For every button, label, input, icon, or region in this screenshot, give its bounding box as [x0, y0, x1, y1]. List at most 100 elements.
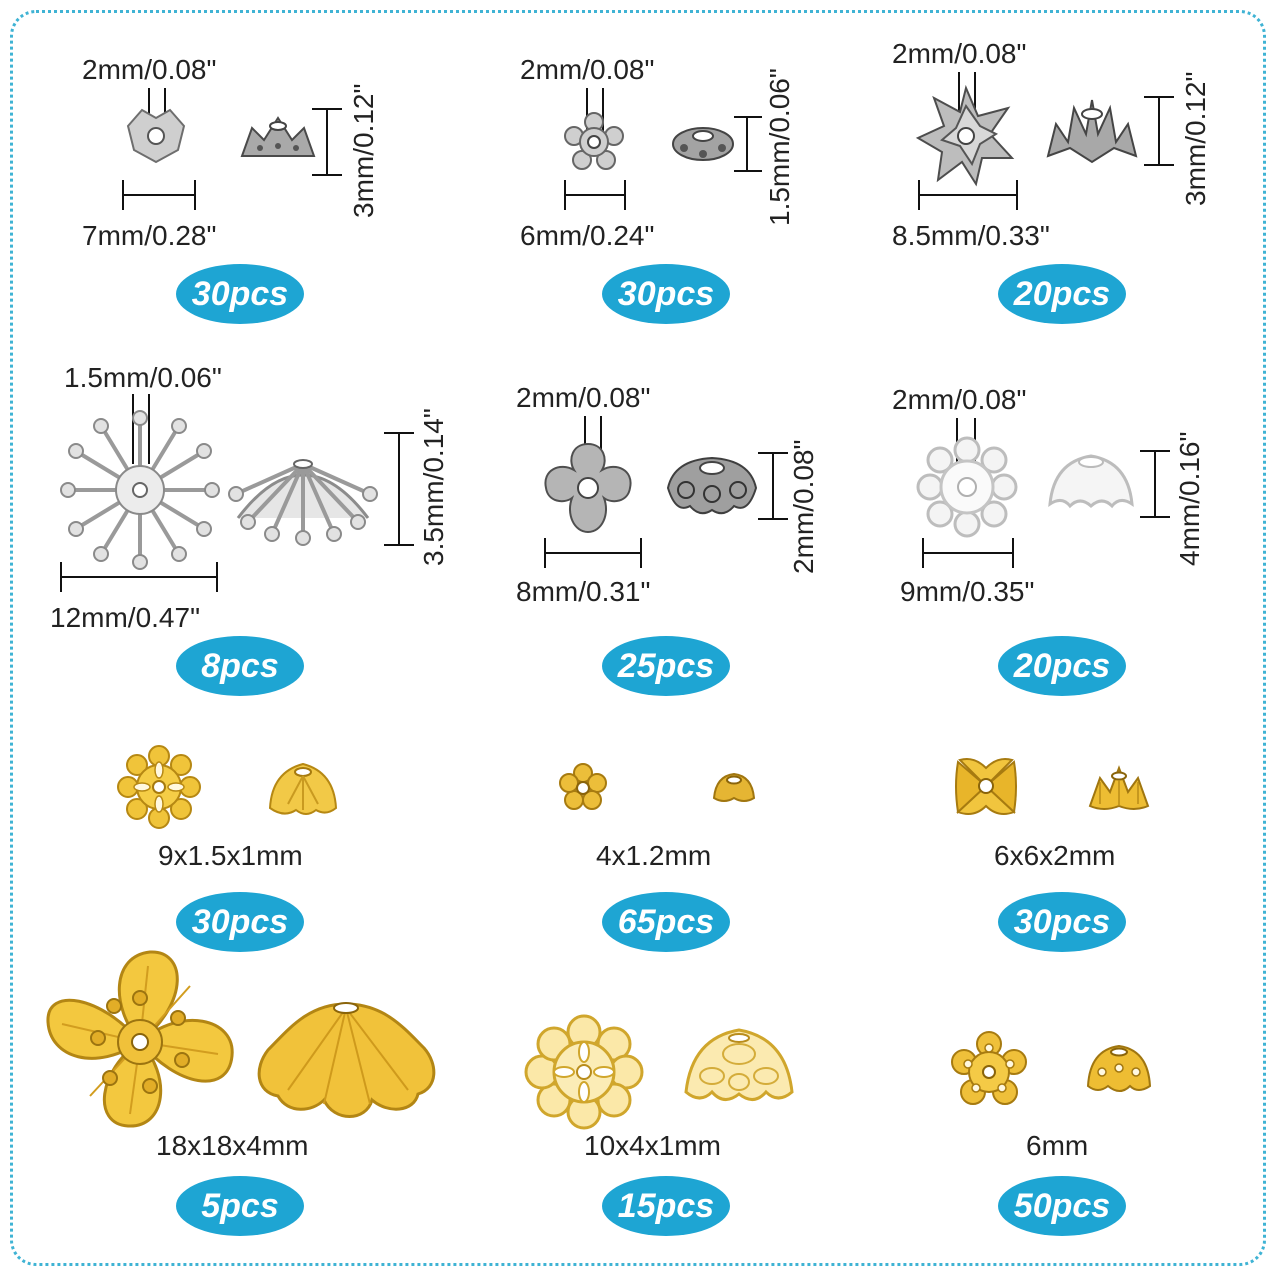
size-label: 6x6x2mm [994, 840, 1116, 871]
height-dimension-line [326, 108, 328, 176]
bead-cap-top-view-icon [951, 1031, 1027, 1105]
width-dimension-cap [1016, 180, 1018, 210]
bead-cap-side-view-icon [1088, 765, 1150, 810]
height-dimension-line [1158, 96, 1160, 166]
bead-cap-top-view-icon [126, 108, 186, 164]
quantity-badge: 30pcs [176, 264, 304, 324]
width-dimension-cap [922, 538, 924, 568]
hole-dimension-line [600, 416, 602, 472]
height-dimension-line [1154, 450, 1156, 518]
width-dimension-cap [640, 538, 642, 568]
bead-cap-side-view-icon [666, 456, 758, 515]
bead-cap-side-view-icon [257, 1002, 436, 1118]
width-dimension-cap [1012, 538, 1014, 568]
bead-cap-top-view-icon [46, 950, 234, 1128]
height-dimension-cap [1140, 450, 1170, 452]
size-label: 10x4x1mm [584, 1130, 721, 1161]
height-dimension-line [398, 432, 400, 546]
bead-cap-top-view-icon [117, 745, 201, 829]
bead-cap-top-view-icon [524, 1014, 644, 1130]
quantity-badge: 50pcs [998, 1176, 1126, 1236]
hole-dimension-label: 2mm/0.08" [516, 382, 651, 413]
hole-dimension-line [586, 88, 588, 136]
quantity-badge: 5pcs [176, 1176, 304, 1236]
width-dimension-label: 8mm/0.31" [516, 576, 651, 607]
hole-dimension-line [148, 394, 150, 464]
height-dimension-cap [758, 518, 788, 520]
quantity-badge: 20pcs [998, 636, 1126, 696]
bead-cap-side-view-icon [672, 127, 734, 161]
width-dimension-label: 7mm/0.28" [82, 220, 217, 251]
width-dimension-cap [918, 180, 920, 210]
height-dimension-label: 3.5mm/0.14" [418, 408, 449, 566]
width-dimension-cap [60, 562, 62, 592]
width-dimension-cap [544, 538, 546, 568]
width-dimension-cap [624, 180, 626, 210]
bead-cap-top-view-icon [60, 410, 220, 570]
bead-cap-side-view-icon [684, 1028, 794, 1101]
quantity-badge: 30pcs [998, 892, 1126, 952]
bead-cap-side-view-icon [1048, 454, 1134, 509]
quantity-badge: 25pcs [602, 636, 730, 696]
bead-cap-top-view-icon [564, 112, 624, 170]
height-dimension-label: 4mm/0.16" [1174, 431, 1205, 566]
bead-cap-top-view-icon [544, 442, 632, 534]
hole-dimension-line [132, 394, 134, 464]
quantity-badge: 30pcs [176, 892, 304, 952]
quantity-badge: 20pcs [998, 264, 1126, 324]
height-dimension-cap [1144, 164, 1174, 166]
height-dimension-label: 3mm/0.12" [348, 83, 379, 218]
height-dimension-cap [384, 544, 414, 546]
width-dimension-cap [122, 180, 124, 210]
bead-cap-side-view-icon [712, 772, 756, 802]
bead-cap-top-view-icon [559, 763, 607, 810]
width-dimension-label: 8.5mm/0.33" [892, 220, 1050, 251]
hole-dimension-label: 1.5mm/0.06" [64, 362, 222, 393]
quantity-badge: 65pcs [602, 892, 730, 952]
hole-dimension-line [958, 72, 960, 132]
bead-cap-top-view-icon [916, 436, 1018, 538]
bead-cap-top-view-icon [955, 758, 1017, 815]
width-dimension-cap [564, 180, 566, 210]
size-label: 18x18x4mm [156, 1130, 309, 1161]
width-dimension-line [122, 194, 196, 196]
width-dimension-cap [216, 562, 218, 592]
width-dimension-label: 9mm/0.35" [900, 576, 1035, 607]
bead-cap-side-view-icon [240, 116, 316, 157]
height-dimension-line [746, 116, 748, 172]
bead-cap-side-view-icon [268, 762, 338, 815]
height-dimension-label: 2mm/0.08" [788, 439, 819, 574]
quantity-badge: 15pcs [602, 1176, 730, 1236]
height-dimension-cap [312, 174, 342, 176]
width-dimension-cap [194, 180, 196, 210]
dotted-frame [10, 10, 1266, 1266]
bead-cap-top-view-icon [915, 84, 1015, 187]
size-label: 9x1.5x1mm [158, 840, 303, 871]
width-dimension-line [544, 552, 642, 554]
height-dimension-label: 1.5mm/0.06" [764, 68, 795, 226]
width-dimension-label: 6mm/0.24" [520, 220, 655, 251]
bead-cap-side-view-icon [228, 459, 378, 546]
bead-cap-side-view-icon [1086, 1044, 1152, 1092]
size-label: 4x1.2mm [596, 840, 712, 871]
height-dimension-cap [312, 108, 342, 110]
hole-dimension-label: 2mm/0.08" [892, 38, 1027, 69]
quantity-badge: 8pcs [176, 636, 304, 696]
width-dimension-line [918, 194, 1018, 196]
quantity-badge: 30pcs [602, 264, 730, 324]
width-dimension-line [922, 552, 1014, 554]
height-dimension-cap [1140, 516, 1170, 518]
size-label: 6mm [1026, 1130, 1089, 1161]
hole-dimension-line [974, 72, 976, 132]
width-dimension-line [60, 576, 218, 578]
height-dimension-cap [734, 116, 762, 118]
height-dimension-line [772, 452, 774, 520]
hole-dimension-line [602, 88, 604, 136]
hole-dimension-label: 2mm/0.08" [82, 54, 217, 85]
height-dimension-cap [384, 432, 414, 434]
bead-cap-side-view-icon [1046, 99, 1138, 164]
height-dimension-cap [758, 452, 788, 454]
width-dimension-label: 12mm/0.47" [50, 602, 201, 633]
height-dimension-label: 3mm/0.12" [1180, 71, 1211, 206]
height-dimension-cap [1144, 96, 1174, 98]
